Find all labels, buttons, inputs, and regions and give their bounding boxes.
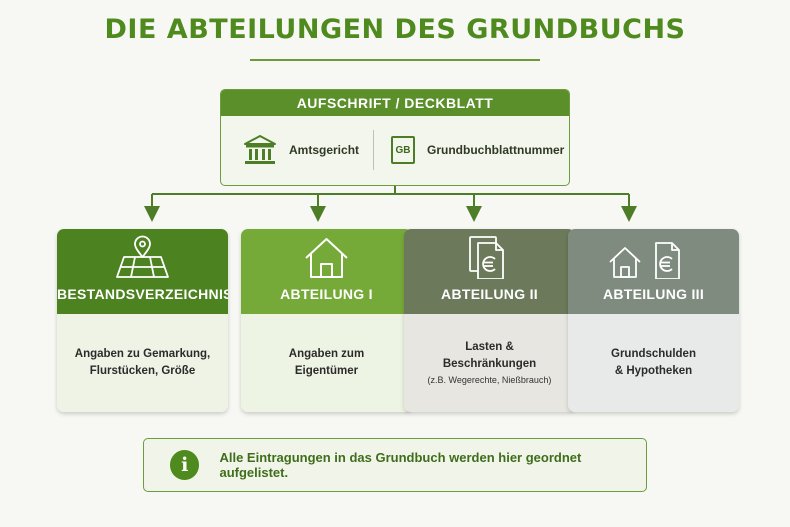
title-underline — [250, 59, 540, 61]
cover-item-court: Amtsgericht — [243, 116, 359, 184]
section-text-line: Angaben zu Gemarkung, — [74, 348, 211, 360]
court-label: Amtsgericht — [289, 143, 360, 157]
courthouse-icon — [244, 135, 276, 164]
section-text-line: Flurstücken, Größe — [89, 365, 196, 377]
info-box: i Alle Eintragungen in das Grundbuch wer… — [143, 438, 647, 492]
cover-sheet-box: AUFSCHRIFT / DECKBLATT Amtsgericht GB Gr… — [220, 89, 570, 186]
cover-item-sheet-number: GB Grundbuchblattnummer — [391, 116, 564, 184]
section-text-line: Eigentümer — [294, 365, 359, 377]
section-text-line: Beschränkungen — [442, 358, 537, 370]
euro-documents-icon — [469, 236, 504, 279]
house-icon — [305, 238, 348, 278]
section-title: ABTEILUNG III — [602, 286, 705, 302]
info-text: Alle Eintragungen in das Grundbuch werde… — [219, 450, 582, 480]
info-icon: i — [170, 450, 200, 480]
gb-document-icon: GB — [391, 136, 415, 164]
section-card-abteilung-3: ABTEILUNG III Grundschulden & Hypotheken — [568, 229, 739, 412]
section-card-bestandsverzeichnis: BESTANDSVERZEICHNIS Angaben zu Gemarkung… — [57, 229, 228, 412]
section-text-line: Grundschulden — [611, 348, 696, 360]
section-text-line: Angaben zum — [288, 348, 365, 360]
section-text-line: Lasten & — [465, 341, 514, 353]
section-title: BESTANDSVERZEICHNIS — [57, 286, 228, 302]
section-note: (z.B. Wegerechte, Nießbrauch) — [427, 375, 552, 385]
cover-divider — [373, 130, 374, 170]
page-title: DIE ABTEILUNGEN DES GRUNDBUCHS — [104, 14, 686, 45]
section-card-abteilung-2: ABTEILUNG II Lasten & Beschränkungen (z.… — [404, 229, 575, 412]
cover-sheet-heading: AUFSCHRIFT / DECKBLATT — [221, 90, 569, 116]
map-pin-parcels-icon — [116, 235, 169, 278]
section-title: ABTEILUNG II — [441, 286, 538, 302]
house-euro-document-icon — [609, 242, 680, 279]
section-text-line: & Hypotheken — [614, 365, 693, 377]
gb-icon-text: GB — [395, 144, 411, 156]
connector-lines — [144, 186, 637, 222]
sheet-number-label: Grundbuchblattnummer — [427, 143, 565, 157]
section-card-abteilung-1: ABTEILUNG I Angaben zum Eigentümer — [241, 229, 412, 412]
section-title: ABTEILUNG I — [280, 286, 373, 302]
